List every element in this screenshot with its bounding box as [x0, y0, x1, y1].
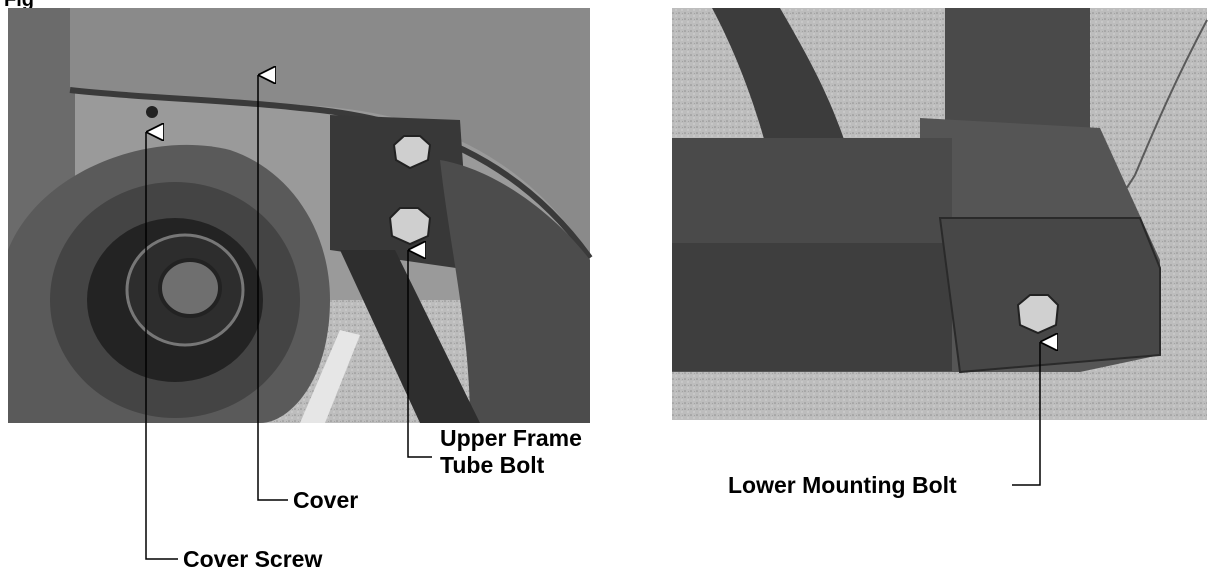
label-upper-frame-tube-bolt-line2: Tube Bolt — [440, 452, 545, 478]
floor-stripe — [300, 330, 360, 423]
upper-bolt-bottom — [388, 207, 432, 246]
cover-screw-head — [146, 106, 158, 118]
upper-bolt-top — [392, 135, 432, 170]
label-lower-mounting-bolt: Lower Mounting Bolt — [728, 472, 957, 498]
label-cover-screw: Cover Screw — [183, 546, 322, 571]
right-frame-tube — [440, 160, 590, 423]
figure-tag: Fig — [4, 0, 34, 11]
right-photo — [672, 8, 1208, 420]
label-upper-frame-tube-bolt-line1: Upper Frame — [440, 425, 582, 451]
callouts — [145, 75, 1040, 560]
callout-upper-frame-tube-bolt — [407, 250, 432, 458]
base-frame-front — [672, 243, 952, 371]
callout-lower-mounting-bolt — [1012, 342, 1040, 486]
callout-cover-screw — [145, 132, 178, 560]
sleeve-bracket — [938, 217, 1161, 374]
bracket-plate — [330, 115, 470, 270]
base-frame-top — [672, 138, 952, 243]
rail-channel — [340, 250, 480, 423]
cover-shape — [70, 8, 590, 255]
label-cover: Cover — [293, 487, 358, 513]
bearing-center — [158, 258, 222, 318]
callout-cover — [257, 75, 288, 501]
cover-edge — [69, 87, 593, 260]
lower-bolt — [1016, 294, 1060, 335]
left-photo — [8, 8, 593, 423]
